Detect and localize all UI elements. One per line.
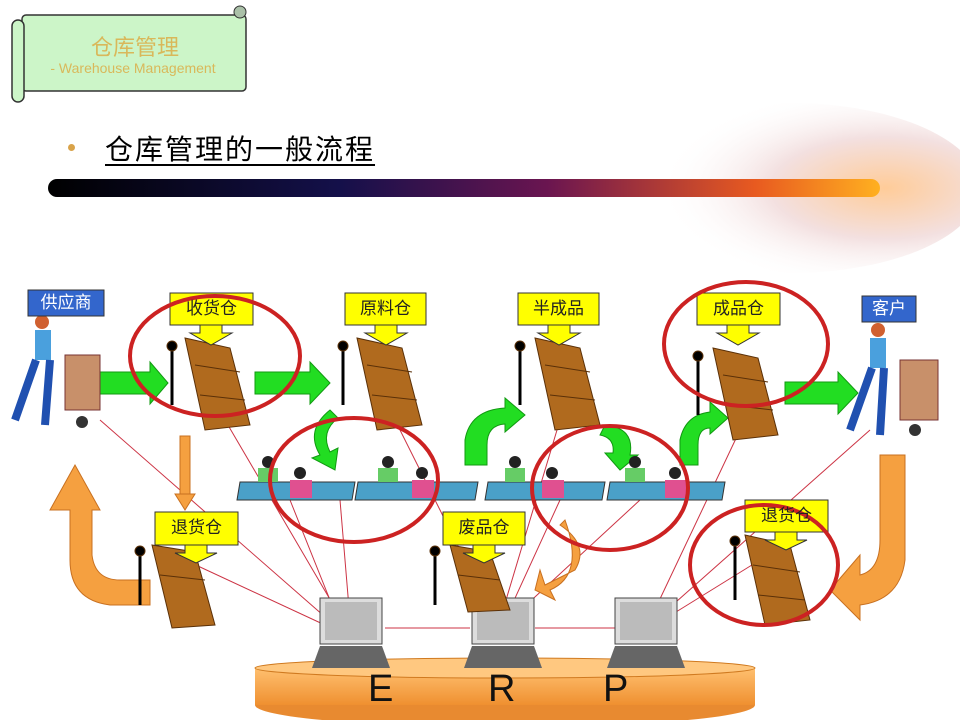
banner-scroll: [11, 5, 247, 103]
node-semi-finished: 半成品: [533, 299, 584, 319]
label-boxes: [27, 289, 917, 564]
focus-circles: [128, 280, 840, 627]
laptop-icon: [607, 597, 685, 668]
erp-platform: [254, 657, 756, 720]
laptop-icon: [312, 597, 390, 668]
customer-person-icon: [846, 323, 939, 436]
supplier-person-icon: [11, 315, 101, 428]
node-customer: 客户: [872, 299, 906, 319]
worker-station-icon: [484, 456, 606, 501]
worker-station-icon: [236, 456, 356, 501]
shelf-icon: [134, 544, 216, 629]
shelf-icon: [729, 534, 811, 626]
bullet-icon: [68, 144, 75, 151]
title-divider-bar: [48, 179, 880, 197]
page-heading: 仓库管理的一般流程: [105, 133, 376, 166]
banner-title: 仓库管理: [90, 36, 179, 61]
erp-letter-e: E: [368, 668, 394, 710]
node-receiving-warehouse: 收货仓: [186, 299, 237, 319]
node-return-warehouse-left: 退货仓: [171, 518, 222, 538]
node-scrap-warehouse: 废品仓: [458, 518, 510, 538]
shelf-icon: [692, 347, 779, 441]
node-supplier: 供应商: [40, 293, 92, 313]
erp-letter-p: P: [603, 668, 629, 710]
warehouse-shelves: [134, 337, 811, 629]
return-flow-arrows: [49, 435, 906, 622]
shelf-icon: [429, 544, 511, 613]
worker-station-icon: [354, 456, 479, 501]
erp-letter-r: R: [488, 668, 516, 710]
production-line: [236, 456, 726, 501]
shelf-icon: [166, 337, 251, 431]
node-return-warehouse-right: 退货仓: [761, 506, 812, 526]
worker-station-icon: [606, 456, 726, 501]
node-finished-warehouse: 成品仓: [713, 299, 764, 319]
shelf-icon: [337, 337, 423, 431]
banner-subtitle: - Warehouse Management: [50, 60, 216, 76]
node-raw-material-warehouse: 原料仓: [360, 299, 411, 319]
shelf-icon: [514, 337, 601, 431]
